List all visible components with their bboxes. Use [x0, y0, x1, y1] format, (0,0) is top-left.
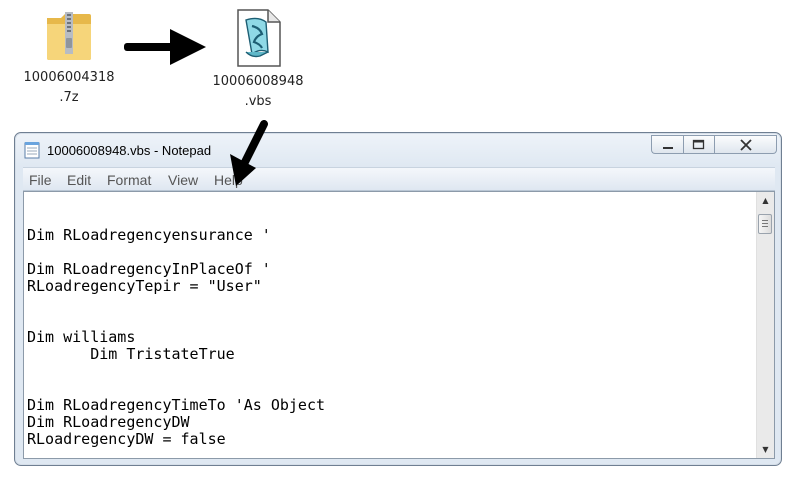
- file-content[interactable]: Dim RLoadregencyensurance ' Dim RLoadreg…: [27, 226, 326, 448]
- vbs-file-icon[interactable]: 10006008948 .vbs: [203, 8, 313, 112]
- vbs-file-name: 10006008948 .vbs: [203, 72, 313, 112]
- zip-file-icon[interactable]: 10006004318 .7z: [14, 8, 124, 108]
- menu-edit[interactable]: Edit: [67, 172, 92, 188]
- zip-file-name: 10006004318 .7z: [14, 68, 124, 108]
- maximize-button[interactable]: [683, 135, 715, 154]
- close-icon: [739, 138, 752, 151]
- close-button[interactable]: [715, 135, 777, 154]
- down-left-arrow-icon: [230, 120, 268, 186]
- minimize-button[interactable]: [651, 135, 683, 154]
- menu-view[interactable]: View: [168, 172, 199, 188]
- scroll-down-icon[interactable]: ▼: [762, 445, 769, 454]
- vbs-file-name-line2: .vbs: [244, 94, 272, 109]
- menu-file[interactable]: File: [29, 172, 52, 188]
- minimize-icon: [662, 146, 673, 149]
- text-editor-area[interactable]: Dim RLoadregencyensurance ' Dim RLoadreg…: [23, 191, 775, 459]
- title-bar[interactable]: 10006008948.vbs - Notepad: [15, 133, 781, 167]
- scroll-thumb[interactable]: [758, 214, 772, 234]
- window-title: 10006008948.vbs - Notepad: [47, 143, 212, 158]
- notepad-window: 10006008948.vbs - Notepad File Edit Form…: [14, 132, 782, 466]
- right-arrow-icon: [124, 29, 206, 65]
- menu-format[interactable]: Format: [107, 172, 152, 188]
- scroll-up-icon[interactable]: ▲: [762, 196, 769, 205]
- vbs-script-icon: [237, 9, 281, 67]
- zip-file-name-line1: 10006004318: [23, 70, 115, 85]
- zip-folder-icon: [47, 12, 91, 60]
- maximize-icon: [692, 139, 705, 149]
- vertical-scrollbar[interactable]: ▲ ▼: [756, 192, 774, 458]
- menu-bar: File Edit Format View Help: [23, 167, 775, 191]
- notepad-icon: [24, 142, 40, 159]
- zip-file-name-line2: .7z: [59, 90, 79, 105]
- vbs-file-name-line1: 10006008948: [212, 74, 304, 89]
